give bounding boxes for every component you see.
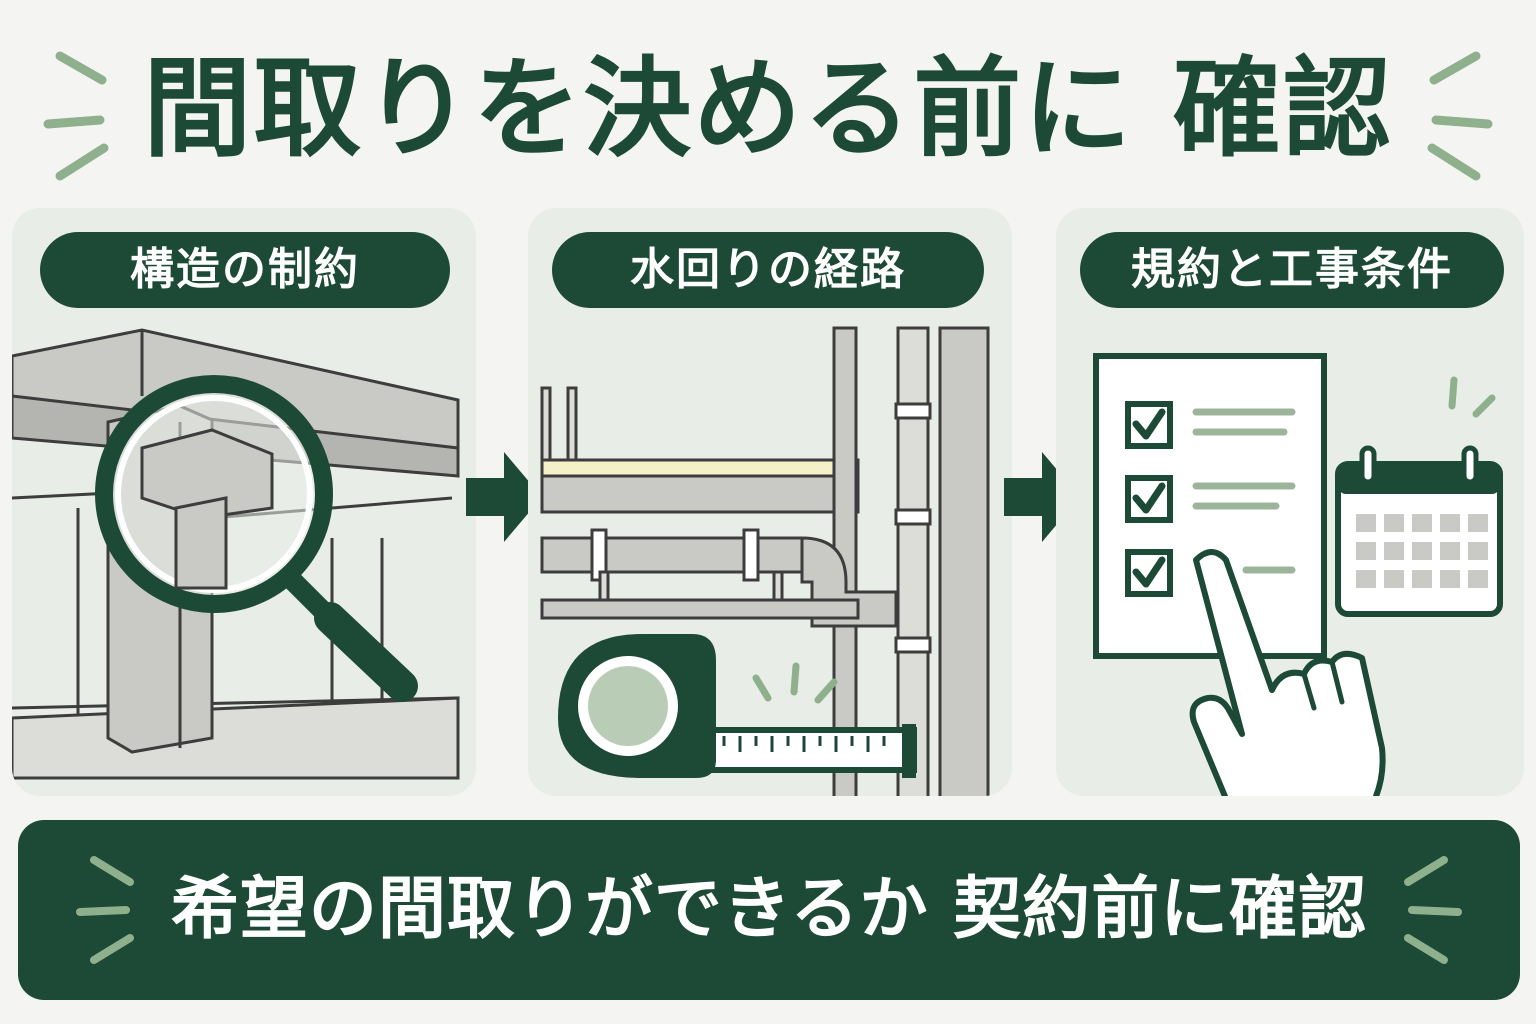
panel-label-rules-conditions: 規約と工事条件 <box>1080 232 1504 308</box>
page-title: 間取りを決める前に 確認 <box>143 47 1393 172</box>
checklist-icon <box>1093 353 1327 659</box>
column-beam-icon <box>12 328 460 780</box>
panel-water-route: 水回りの経路 <box>528 208 1012 796</box>
summary-text: 希望の間取りができるか 契約前に確認 <box>170 870 1368 949</box>
panel-rules-conditions: 規約と工事条件 <box>1056 208 1524 796</box>
panel-label-water-route: 水回りの経路 <box>552 232 984 308</box>
calendar-icon <box>1335 376 1503 617</box>
pointing-hand-icon <box>1189 549 1386 796</box>
arrow-right-icon <box>466 452 542 542</box>
tape-measure-icon <box>558 634 917 778</box>
panel-label-structure: 構造の制約 <box>40 232 450 308</box>
pipe-icon <box>540 326 990 796</box>
panel-structure: 構造の制約 <box>12 208 476 796</box>
banner-sparkle-icon <box>76 856 1462 964</box>
title-sparkle-icon <box>43 51 1493 181</box>
summary-banner: 希望の間取りができるか 契約前に確認 <box>18 820 1520 1000</box>
